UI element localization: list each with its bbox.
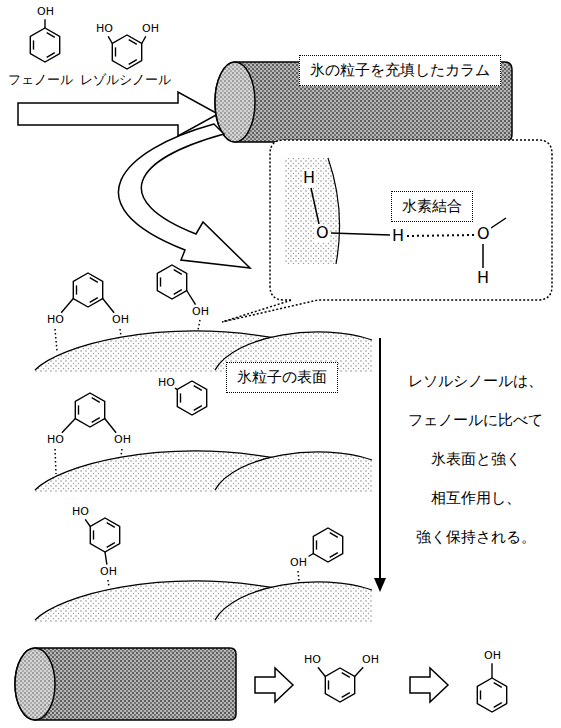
atom-label: O — [476, 225, 491, 243]
substituent-bond — [103, 299, 114, 313]
note-text: レソルシノールは、 フェノールに比べて 氷表面と強く 相互作用し、 強く保持され… — [393, 362, 558, 557]
curved-arrow — [118, 124, 250, 268]
atom-label: OH — [112, 314, 129, 327]
atom-label: OH — [37, 6, 54, 19]
dotted-label-box: 水素結合 — [391, 191, 473, 222]
arrow-head — [374, 578, 386, 592]
hollow-arrow — [18, 92, 218, 136]
bond — [311, 188, 319, 224]
atom-label: HO — [304, 654, 321, 667]
ice-surface — [215, 452, 372, 492]
box-text: 氷粒子の表面 — [237, 368, 327, 386]
atom-label: OH — [290, 557, 307, 570]
substituent-bond — [62, 419, 75, 433]
compound-name: レゾルシノール — [80, 73, 171, 88]
substituent-bond — [105, 419, 116, 433]
substituent-bond — [491, 663, 492, 678]
time-arrow — [379, 338, 381, 580]
substituent-bond — [175, 388, 177, 389]
benzene-ring — [157, 265, 195, 305]
atom-label: HO — [47, 434, 64, 447]
benzene-ring — [62, 393, 116, 433]
atom-label: H — [391, 227, 405, 245]
benzene-ring — [309, 528, 343, 562]
benzene-ring — [61, 273, 114, 313]
atom-label: OH — [192, 306, 209, 319]
atom-label: HO — [158, 377, 175, 390]
surface-line — [215, 452, 372, 490]
substituent-bond — [61, 299, 73, 313]
substituent-bond — [309, 554, 314, 557]
box-text: 氷の粒子を充填したカラム — [310, 61, 490, 79]
ice-boundary — [328, 158, 340, 264]
atom-label: H — [302, 169, 316, 187]
box-text: 水素結合 — [402, 197, 462, 215]
bond — [331, 233, 390, 235]
substituent-bond — [142, 36, 146, 43]
atom-label: OH — [142, 23, 159, 36]
dotted-label-box: 氷粒子の表面 — [226, 362, 338, 393]
hollow-arrow — [410, 668, 448, 702]
atom-label: HO — [96, 23, 113, 36]
hollow-arrow — [255, 668, 293, 702]
benzene-ring — [477, 663, 506, 712]
bond — [482, 244, 484, 268]
atom-label: H — [476, 269, 490, 287]
atom-label: OH — [362, 654, 379, 667]
atom-label: HO — [72, 506, 89, 519]
substituent-bond — [44, 19, 45, 28]
substituent-bond — [105, 552, 107, 565]
atom-label: OH — [100, 566, 117, 579]
substituent-bond — [108, 36, 112, 43]
benzene-ring — [108, 35, 146, 69]
ice-region — [284, 158, 340, 264]
surface-line — [215, 582, 372, 620]
bond — [491, 218, 506, 228]
column — [15, 648, 236, 720]
ice-surface — [215, 582, 372, 622]
benzene-ring — [175, 381, 207, 415]
atom-label: HO — [47, 314, 64, 327]
compound-name: フェノール — [8, 73, 73, 88]
substituent-bond — [85, 519, 90, 526]
dotted-label-box: 氷の粒子を充填したカラム — [299, 55, 501, 86]
atom-label: O — [315, 224, 330, 242]
substituent-bond — [187, 291, 196, 305]
benzene-ring — [30, 19, 59, 62]
column — [215, 62, 512, 142]
column-end — [15, 648, 55, 720]
benzene-ring — [85, 518, 120, 565]
benzene-ring — [318, 667, 363, 702]
hydrogen-bond — [407, 235, 474, 236]
substituent-bond — [355, 667, 364, 676]
substituent-bond — [318, 667, 325, 676]
surface-bonds — [55, 320, 299, 587]
callout-bubble — [222, 140, 552, 322]
atom-label: OH — [484, 650, 501, 663]
atom-label: OH — [114, 434, 131, 447]
